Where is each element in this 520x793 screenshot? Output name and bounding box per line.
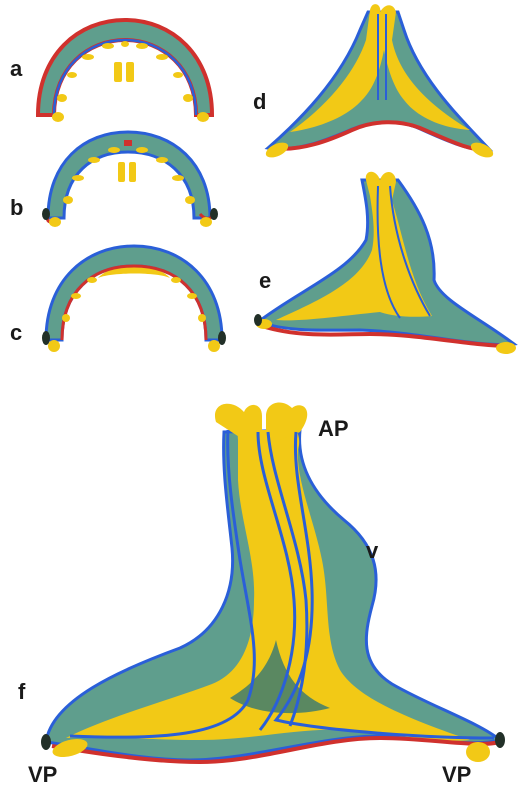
label-v: v bbox=[366, 540, 378, 562]
label-vp-left: VP bbox=[28, 764, 57, 786]
label-ap: AP bbox=[318, 418, 349, 440]
panel-d-fold bbox=[264, 4, 496, 160]
label-a: a bbox=[10, 58, 22, 80]
label-e: e bbox=[259, 270, 271, 292]
label-f: f bbox=[18, 681, 25, 703]
panel-c-arch bbox=[42, 246, 226, 352]
label-b: b bbox=[10, 197, 23, 219]
panel-f-fold bbox=[41, 402, 505, 762]
panel-a-arch bbox=[38, 20, 212, 122]
label-c: c bbox=[10, 322, 22, 344]
label-vp-right: VP bbox=[442, 764, 471, 786]
panel-e-fold bbox=[254, 172, 516, 354]
label-d: d bbox=[253, 91, 266, 113]
panel-b-arch bbox=[42, 132, 218, 227]
